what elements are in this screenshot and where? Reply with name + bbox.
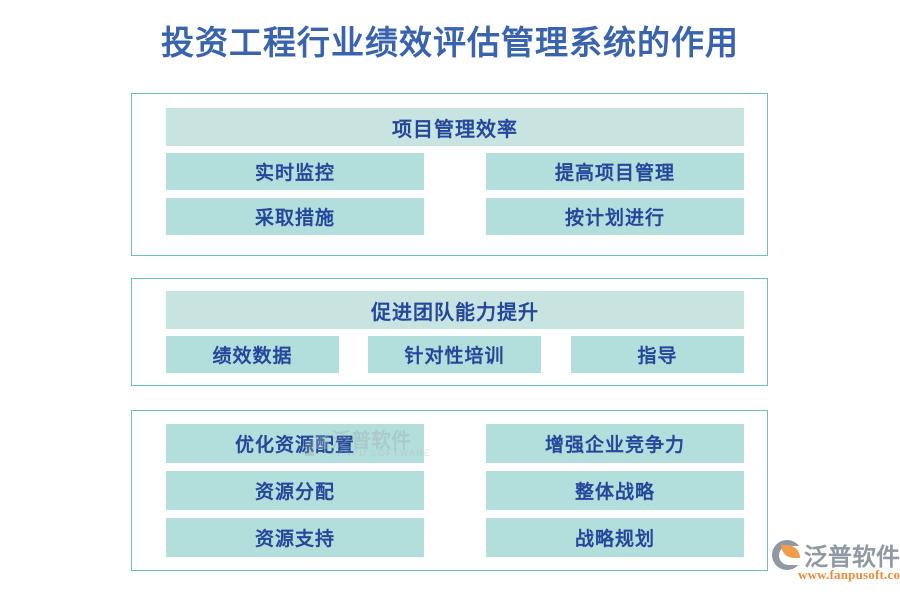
fanpu-logo-icon xyxy=(772,540,802,570)
group-project-management-efficiency: 项目管理效率 实时监控 提高项目管理 采取措施 按计划进行 xyxy=(131,93,768,256)
group-1-cell-r1c1[interactable]: 实时监控 xyxy=(166,153,424,190)
group-2-cell-1[interactable]: 绩效数据 xyxy=(166,336,339,373)
group-1-cell-r1c2[interactable]: 提高项目管理 xyxy=(486,153,744,190)
group-resource-and-competitiveness: 优化资源配置 增强企业竞争力 资源分配 整体战略 资源支持 战略规划 xyxy=(131,410,768,571)
group-2-header[interactable]: 促进团队能力提升 xyxy=(166,291,744,329)
group-team-capability-improvement: 促进团队能力提升 绩效数据 针对性培训 指导 xyxy=(131,278,768,386)
group-3-cell-r2c1[interactable]: 资源分配 xyxy=(166,471,424,510)
group-2-cell-2[interactable]: 针对性培训 xyxy=(368,336,541,373)
brand-url[interactable]: www.fanpusoft.com xyxy=(798,567,900,582)
group-1-cell-r2c1[interactable]: 采取措施 xyxy=(166,198,424,235)
group-2-cell-3[interactable]: 指导 xyxy=(571,336,744,373)
group-3-cell-r1c1[interactable]: 优化资源配置 xyxy=(166,424,424,463)
group-1-header[interactable]: 项目管理效率 xyxy=(166,108,744,146)
group-3-cell-r1c2[interactable]: 增强企业竞争力 xyxy=(486,424,744,463)
group-3-cell-r3c2[interactable]: 战略规划 xyxy=(486,518,744,557)
fanpu-brand-logo[interactable]: 泛普软件 www.fanpusoft.com xyxy=(772,536,900,588)
group-1-cell-r2c2[interactable]: 按计划进行 xyxy=(486,198,744,235)
group-3-cell-r3c1[interactable]: 资源支持 xyxy=(166,518,424,557)
group-3-cell-r2c2[interactable]: 整体战略 xyxy=(486,471,744,510)
brand-name: 泛普软件 xyxy=(804,545,900,571)
page-title: 投资工程行业绩效评估管理系统的作用 xyxy=(161,26,739,62)
